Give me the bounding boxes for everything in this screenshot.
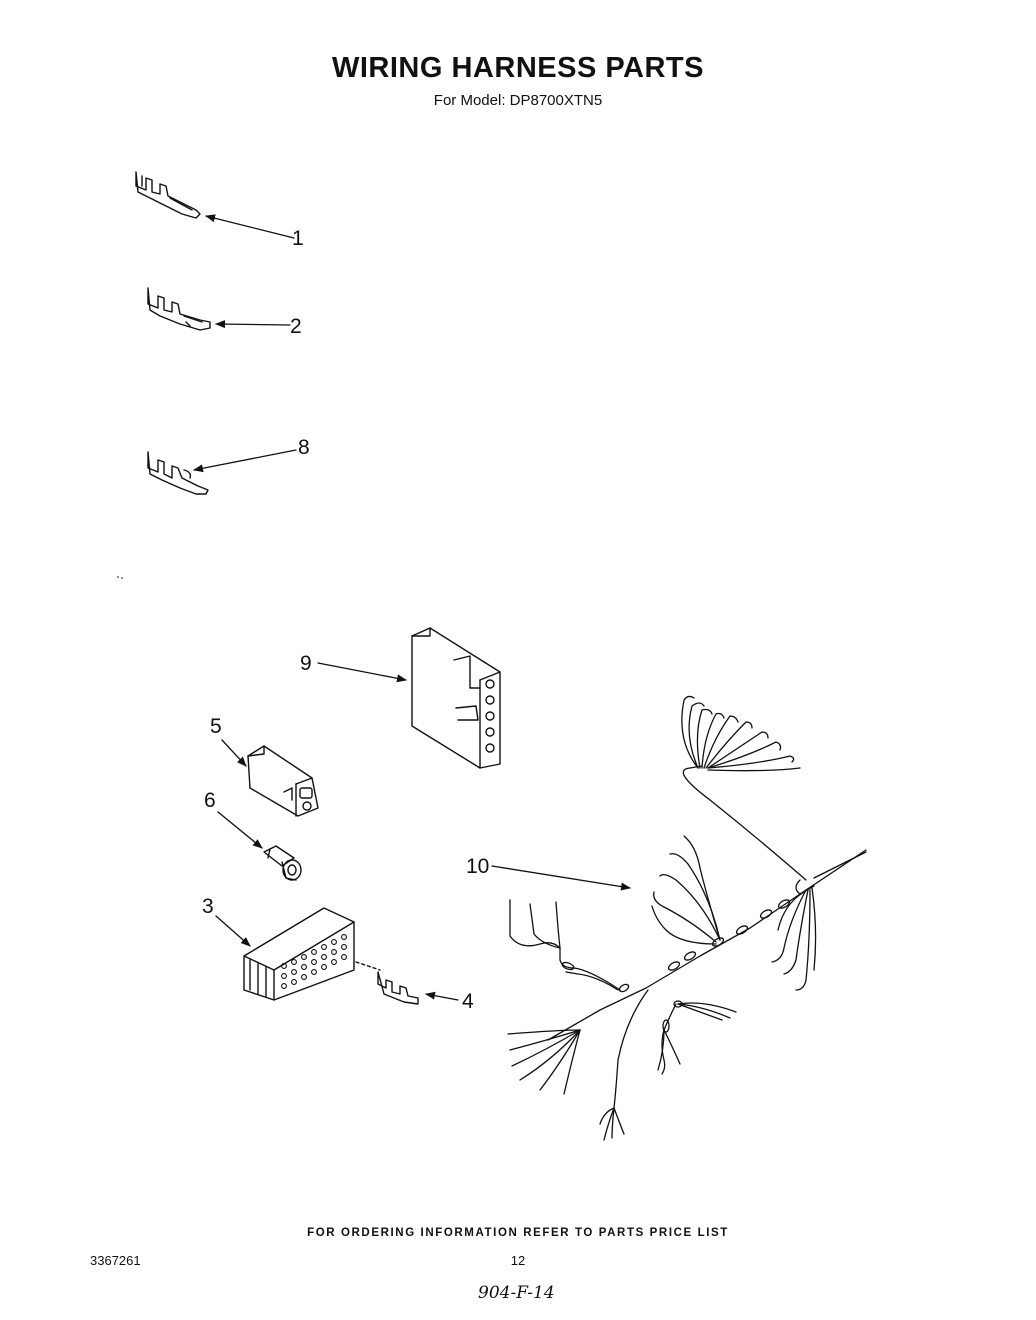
callout-9: 9 — [300, 652, 312, 675]
callout-1: 1 — [292, 227, 304, 250]
terminal-part-4-illustration — [377, 971, 419, 1005]
terminal-part-1-illustration — [135, 171, 201, 219]
ferrule-part-6-illustration — [263, 845, 302, 881]
page-title: WIRING HARNESS PARTS — [332, 52, 704, 84]
callout-10: 10 — [466, 855, 490, 878]
callout-4: 4 — [462, 990, 474, 1013]
handwritten-note: 904-F-14 — [478, 1283, 555, 1303]
page-number: 12 — [510, 1253, 526, 1268]
wiring-harness-part-10-illustration — [507, 695, 867, 1141]
connector-part-9-illustration — [411, 627, 501, 769]
document-number: 3367261 — [90, 1253, 141, 1268]
housing-part-3-illustration — [243, 907, 381, 1001]
ordering-note: FOR ORDERING INFORMATION REFER TO PARTS … — [307, 1227, 729, 1239]
callout-3: 3 — [202, 895, 214, 918]
connector-part-5-illustration — [247, 745, 319, 817]
terminal-part-2-illustration — [147, 287, 211, 331]
callout-8: 8 — [298, 436, 310, 459]
terminal-part-8-illustration — [147, 451, 209, 495]
model-subtitle: For Model: DP8700XTN5 — [433, 92, 603, 109]
leader-lines — [193, 214, 631, 1001]
callout-5: 5 — [210, 715, 222, 738]
callout-2: 2 — [290, 315, 302, 338]
callout-6: 6 — [204, 789, 216, 812]
